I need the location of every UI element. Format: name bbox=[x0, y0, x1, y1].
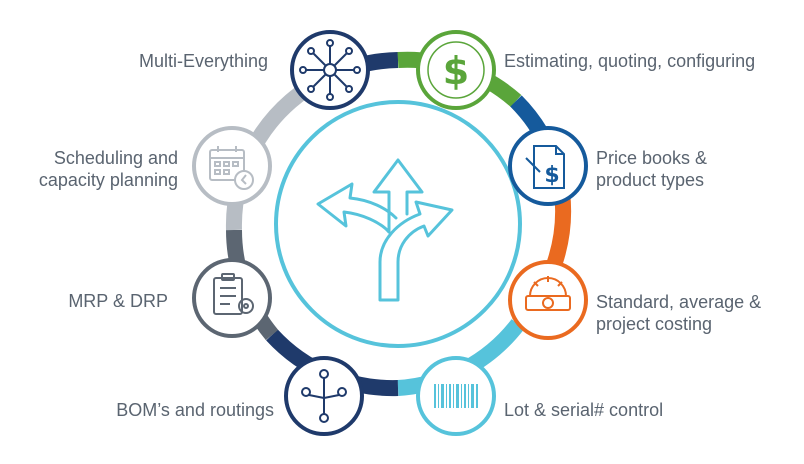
icon-node-bom bbox=[284, 356, 364, 436]
label-multi-everything: Multi-Everything bbox=[139, 50, 268, 72]
label-costing: Standard, average & project costing bbox=[596, 291, 761, 335]
label-line: Scheduling and bbox=[53, 148, 178, 168]
calendar-clock-icon bbox=[209, 146, 254, 190]
diverging-arrows-icon bbox=[316, 158, 454, 302]
icon-node-pricebooks: $ bbox=[508, 126, 588, 206]
label-line: Price books & bbox=[596, 148, 708, 168]
checklist-gear-icon bbox=[213, 273, 254, 315]
price-document-icon: $ bbox=[525, 145, 565, 189]
barcode-icon bbox=[434, 384, 478, 408]
gear-costing-icon bbox=[525, 276, 571, 311]
svg-text:$: $ bbox=[544, 163, 559, 188]
label-line: project costing bbox=[596, 314, 713, 334]
label-line: Estimating, quoting, configuring bbox=[504, 51, 756, 71]
label-line: Lot & serial# control bbox=[504, 400, 664, 420]
dollar-sign-icon: $ bbox=[443, 49, 469, 93]
label-line: capacity planning bbox=[38, 170, 178, 190]
icon-node-mrp bbox=[192, 258, 272, 338]
label-scheduling: Scheduling and capacity planning bbox=[39, 147, 178, 191]
label-lot-serial: Lot & serial# control bbox=[504, 399, 663, 421]
icon-node-multi bbox=[290, 30, 370, 110]
icon-node-scheduling bbox=[192, 126, 272, 206]
label-bom-routings: BOM’s and routings bbox=[116, 399, 274, 421]
icon-node-estimating: $ bbox=[416, 30, 496, 110]
label-line: Multi-Everything bbox=[138, 51, 268, 71]
label-line: MRP & DRP bbox=[68, 291, 168, 311]
label-line: BOM’s and routings bbox=[116, 400, 274, 420]
label-estimating: Estimating, quoting, configuring bbox=[504, 50, 755, 72]
label-line: product types bbox=[596, 170, 705, 190]
label-price-books: Price books & product types bbox=[596, 147, 707, 191]
icon-node-lot bbox=[416, 356, 496, 436]
label-line: Standard, average & bbox=[596, 292, 762, 312]
icon-node-costing bbox=[508, 260, 588, 340]
bom-tree-icon bbox=[301, 369, 347, 423]
center-hub bbox=[274, 100, 522, 348]
label-mrp-drp: MRP & DRP bbox=[68, 290, 168, 312]
network-hub-icon bbox=[299, 39, 361, 101]
